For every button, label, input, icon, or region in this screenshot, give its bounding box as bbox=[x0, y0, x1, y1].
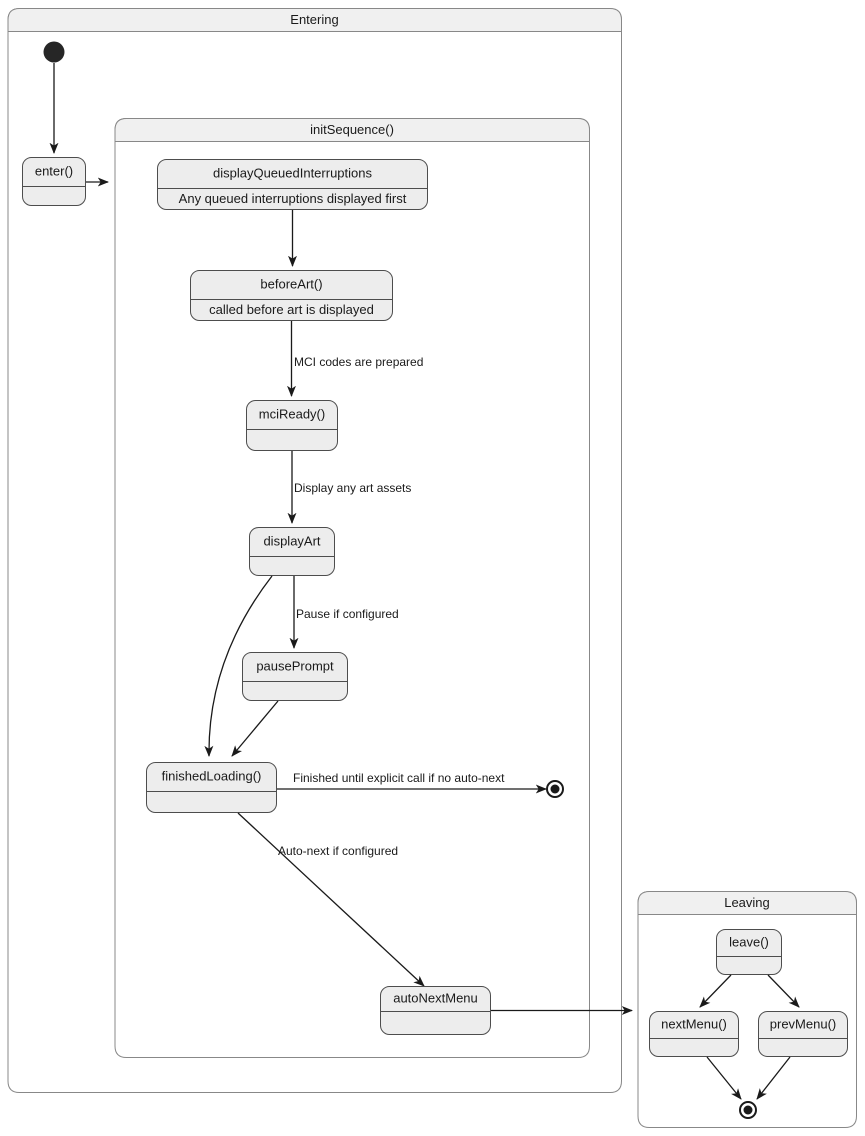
state-next-menu[interactable]: nextMenu() bbox=[649, 1011, 739, 1057]
final-state-leaving-inner bbox=[743, 1105, 753, 1115]
edge-displayart-to-finishedloading bbox=[204, 575, 273, 757]
state-leave-title: leave() bbox=[729, 934, 769, 949]
state-enter[interactable]: enter() bbox=[22, 157, 86, 206]
edge-leave-to-prevmenu bbox=[767, 974, 800, 1008]
state-mci-ready-title: mciReady() bbox=[259, 406, 325, 421]
state-auto-next-menu[interactable]: autoNextMenu bbox=[380, 986, 491, 1035]
edge-finishedloading-to-autonextmenu bbox=[237, 812, 425, 987]
state-display-queued-interruptions[interactable]: displayQueuedInterruptions Any queued in… bbox=[157, 159, 428, 210]
state-mci-ready[interactable]: mciReady() bbox=[246, 400, 338, 451]
state-prev-menu-box bbox=[758, 1011, 848, 1057]
state-enter-title: enter() bbox=[35, 163, 73, 178]
state-next-menu-title: nextMenu() bbox=[661, 1016, 727, 1031]
state-before-art[interactable]: beforeArt() called before art is display… bbox=[190, 270, 393, 321]
state-finished-loading[interactable]: finishedLoading() bbox=[146, 762, 277, 813]
edge-label-auto-next-if-configured: Auto-next if configured bbox=[278, 844, 398, 858]
state-pause-prompt[interactable]: pausePrompt bbox=[242, 652, 348, 701]
state-leave-box bbox=[716, 929, 782, 975]
leaving-frame-body bbox=[637, 891, 857, 1128]
state-before-art-desc: called before art is displayed bbox=[209, 302, 374, 317]
edge-label-finished-until-explicit: Finished until explicit call if no auto-… bbox=[293, 771, 505, 785]
state-display-queued-interruptions-box bbox=[157, 159, 428, 210]
init-sequence-frame-body bbox=[114, 118, 590, 1058]
state-prev-menu[interactable]: prevMenu() bbox=[758, 1011, 848, 1057]
edge-label-mci-codes: MCI codes are prepared bbox=[294, 355, 423, 369]
init-sequence-frame-title: initSequence() bbox=[310, 122, 394, 137]
state-display-queued-interruptions-title: displayQueuedInterruptions bbox=[213, 165, 372, 180]
final-state-entering[interactable] bbox=[546, 780, 564, 798]
final-state-leaving[interactable] bbox=[739, 1101, 757, 1119]
edge-nextmenu-to-final bbox=[706, 1056, 742, 1100]
state-display-art-title: displayArt bbox=[263, 533, 320, 548]
edge-label-pause-if-configured: Pause if configured bbox=[296, 607, 399, 621]
state-auto-next-menu-box bbox=[380, 986, 491, 1035]
initial-state-node[interactable] bbox=[43, 41, 65, 63]
state-leave[interactable]: leave() bbox=[716, 929, 782, 975]
state-display-art[interactable]: displayArt bbox=[249, 527, 335, 576]
leaving-frame-title: Leaving bbox=[724, 895, 770, 910]
state-mci-ready-box bbox=[246, 400, 338, 451]
entering-frame-header bbox=[7, 8, 622, 32]
state-finished-loading-title: finishedLoading() bbox=[162, 768, 262, 783]
leaving-frame-header bbox=[637, 891, 857, 915]
edge-prevmenu-to-final bbox=[756, 1056, 791, 1100]
frame-leaving[interactable]: Leaving bbox=[637, 891, 857, 1128]
frame-init-sequence[interactable]: initSequence() bbox=[114, 118, 590, 1058]
state-before-art-title: beforeArt() bbox=[260, 276, 322, 291]
state-pause-prompt-box bbox=[242, 652, 348, 701]
entering-frame-title: Entering bbox=[290, 12, 338, 27]
final-state-entering-inner bbox=[550, 784, 560, 794]
state-display-art-box bbox=[249, 527, 335, 576]
state-enter-box bbox=[22, 157, 86, 206]
state-pause-prompt-title: pausePrompt bbox=[256, 658, 334, 673]
state-before-art-box bbox=[190, 270, 393, 321]
state-prev-menu-title: prevMenu() bbox=[770, 1016, 836, 1031]
state-auto-next-menu-title: autoNextMenu bbox=[393, 990, 478, 1005]
state-next-menu-box bbox=[649, 1011, 739, 1057]
edge-pauseprompt-to-finishedloading bbox=[231, 700, 279, 757]
edge-leave-to-nextmenu bbox=[699, 974, 732, 1008]
init-sequence-frame-header bbox=[114, 118, 590, 142]
state-finished-loading-box bbox=[146, 762, 277, 813]
edge-label-display-art-assets: Display any art assets bbox=[294, 481, 411, 495]
state-display-queued-interruptions-desc: Any queued interruptions displayed first bbox=[179, 191, 407, 206]
